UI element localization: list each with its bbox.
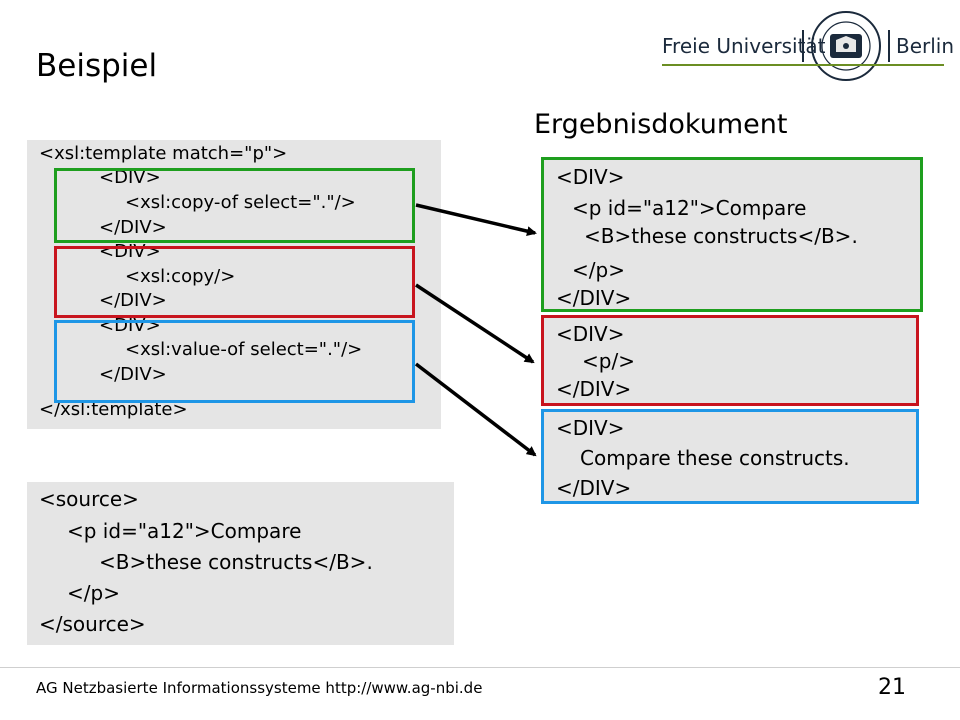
green-frame — [54, 168, 415, 243]
code-line: </xsl:template> — [39, 399, 188, 420]
logo-text-right: Berlin — [896, 34, 955, 58]
code-line: </DIV> — [99, 364, 167, 385]
result-heading: Ergebnisdokument — [534, 109, 788, 140]
source-box: <source> <p id="a12">Compare <B>these co… — [27, 482, 454, 645]
code-line: <DIV> — [556, 416, 625, 440]
code-line: <p/> — [582, 349, 635, 373]
code-line: <DIV> — [99, 167, 161, 188]
university-logo: Freie Universität Berlin — [662, 10, 954, 84]
code-line: <xsl:copy-of select="."/> — [125, 192, 356, 213]
code-line: <source> — [39, 487, 139, 511]
blue-frame — [54, 320, 415, 403]
footer-text: AG Netzbasierte Informationssysteme http… — [36, 679, 483, 697]
logo-underline — [662, 64, 944, 66]
red-frame — [54, 246, 415, 318]
code-line: </DIV> — [556, 476, 632, 500]
arrow-copy-of — [415, 203, 537, 237]
arrow-value-of — [414, 362, 537, 457]
code-line: <DIV> — [556, 165, 625, 189]
code-line: </DIV> — [99, 217, 167, 238]
code-line: <xsl:copy/> — [125, 266, 236, 287]
code-line: </DIV> — [99, 290, 167, 311]
arrow-copy — [415, 283, 535, 364]
code-line: <DIV> — [556, 322, 625, 346]
university-seal-icon — [811, 11, 881, 81]
xsl-template-box: <xsl:template match="p"> <DIV> <xsl:copy… — [27, 140, 441, 429]
page-number: 21 — [878, 675, 906, 700]
code-line: <p id="a12">Compare — [572, 196, 807, 220]
code-line: <xsl:template match="p"> — [39, 143, 288, 164]
code-line: <B>these constructs</B>. — [584, 224, 858, 248]
logo-divider-right — [888, 30, 890, 62]
code-line: <xsl:value-of select="."/> — [125, 339, 363, 360]
logo-text-left: Freie Universität — [662, 34, 826, 58]
code-line: <p id="a12">Compare — [67, 519, 302, 543]
code-line: </DIV> — [556, 377, 632, 401]
code-line: <B>these constructs</B>. — [99, 550, 373, 574]
result-green-box: <DIV> <p id="a12">Compare <B>these const… — [541, 157, 923, 312]
logo-divider-left — [802, 30, 804, 62]
code-line: Compare these constructs. — [580, 446, 850, 470]
footer-divider — [0, 667, 960, 668]
code-line: </DIV> — [556, 286, 632, 310]
slide-title: Beispiel — [36, 48, 158, 84]
code-line: </p> — [572, 258, 625, 282]
result-red-box: <DIV> <p/> </DIV> — [541, 315, 919, 406]
result-blue-box: <DIV> Compare these constructs. </DIV> — [541, 409, 919, 504]
code-line: </p> — [67, 581, 120, 605]
code-line: </source> — [39, 612, 146, 636]
